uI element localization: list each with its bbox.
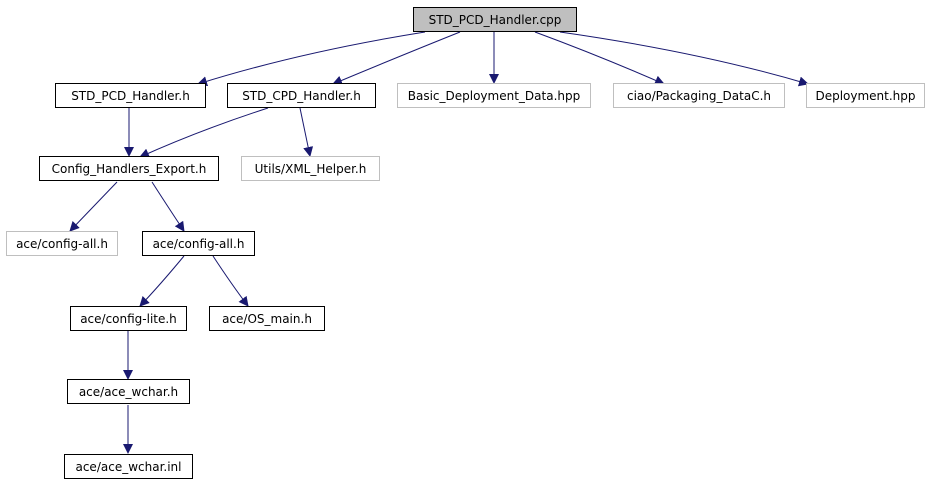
node-deployment-hpp: Deployment.hpp (806, 83, 925, 108)
node-basic-deployment-data-hpp: Basic_Deployment_Data.hpp (397, 83, 591, 108)
node-config-handlers-export-h[interactable]: Config_Handlers_Export.h (39, 156, 219, 181)
node-std-cpd-handler-h[interactable]: STD_CPD_Handler.h (227, 83, 376, 108)
node-ace-os-main-h[interactable]: ace/OS_main.h (209, 306, 325, 331)
node-ace-ace-wchar-inl[interactable]: ace/ace_wchar.inl (64, 454, 193, 479)
edge-root-to-std-cpd-handler-h (332, 31, 461, 86)
edge-config-export-to-config-all (151, 181, 185, 232)
edge-std-cpd-handler-to-config-export (139, 107, 269, 158)
node-std-pcd-handler-h[interactable]: STD_PCD_Handler.h (55, 83, 206, 108)
node-ciao-packaging-datac-h: ciao/Packaging_DataC.h (613, 83, 785, 108)
edge-root-to-packaging-datac (534, 31, 665, 85)
edge-config-all-to-os-main (212, 255, 249, 307)
edge-config-all-to-config-lite (139, 255, 185, 307)
node-ace-config-all-h-external: ace/config-all.h (6, 231, 118, 256)
node-std-pcd-handler-cpp: STD_PCD_Handler.cpp (413, 7, 577, 32)
edge-config-export-to-config-all-external (69, 181, 118, 232)
edge-root-to-deployment-hpp (559, 31, 809, 87)
node-utils-xml-helper-h: Utils/XML_Helper.h (241, 156, 380, 181)
edge-std-cpd-handler-to-xml-helper (299, 107, 314, 157)
node-ace-config-lite-h[interactable]: ace/config-lite.h (70, 306, 187, 331)
node-ace-ace-wchar-h[interactable]: ace/ace_wchar.h (67, 379, 190, 404)
node-ace-config-all-h[interactable]: ace/config-all.h (142, 231, 255, 256)
edge-root-to-std-pcd-handler-h (197, 31, 426, 87)
